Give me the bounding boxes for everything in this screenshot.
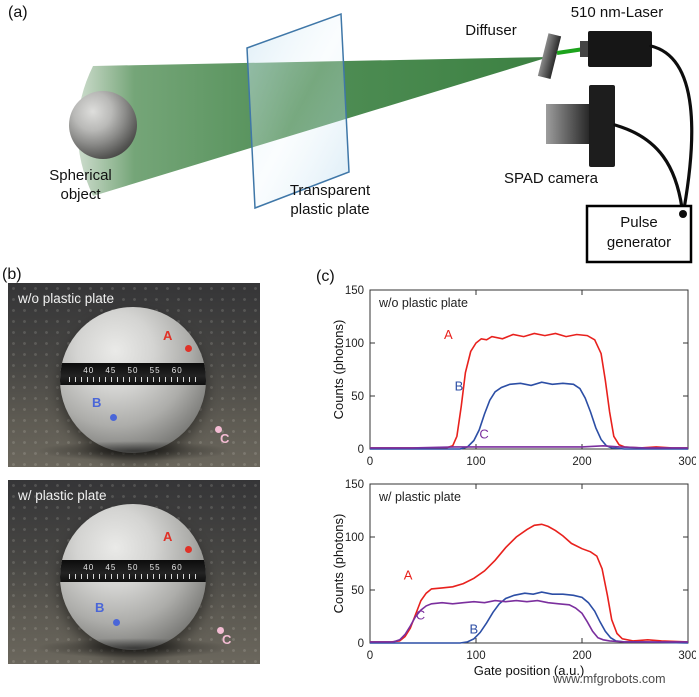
point-b-dot xyxy=(110,414,117,421)
series-c-line xyxy=(370,444,688,449)
point-c-label: C xyxy=(220,431,230,446)
spad-cable xyxy=(613,123,684,210)
laser-cable xyxy=(649,44,694,211)
y-tick-label: 100 xyxy=(345,532,364,544)
spad-camera-lens xyxy=(546,104,590,144)
y-tick-label: 50 xyxy=(351,585,364,597)
dial-ticks xyxy=(68,376,198,382)
photo-caption: w/ plastic plate xyxy=(18,488,107,503)
ball-shadow xyxy=(36,441,232,461)
series-label-b: B xyxy=(469,621,478,636)
x-tick-label: 200 xyxy=(572,456,591,468)
chart-title: w/o plastic plate xyxy=(378,296,468,310)
y-tick-label: 0 xyxy=(358,444,364,456)
point-c-label: C xyxy=(222,632,232,647)
plastic-plate xyxy=(246,12,350,210)
pulse-generator-box xyxy=(585,204,693,264)
point-b-label: B xyxy=(92,395,102,410)
x-tick-label: 300 xyxy=(678,650,696,662)
y-tick-label: 50 xyxy=(351,391,364,403)
photo-caption: w/o plastic plate xyxy=(18,291,115,306)
watermark: www.mfgrobots.com xyxy=(553,672,666,686)
timer-dial-band: 40 45 50 55 60 xyxy=(60,363,206,385)
diffuser-label: Diffuser xyxy=(465,22,517,39)
y-axis-label: Counts (photons) xyxy=(331,320,346,420)
series-a-line xyxy=(370,332,688,449)
series-label-a: A xyxy=(444,327,453,342)
plot-box xyxy=(369,483,689,644)
x-tick-label: 0 xyxy=(367,650,373,662)
point-a-dot xyxy=(185,546,192,553)
timer-ball: 40 45 50 55 60 xyxy=(60,504,206,650)
spherical-object-label: Spherical object xyxy=(49,167,112,203)
series-label-c: C xyxy=(416,608,425,623)
dial-numbers: 40 45 50 55 60 xyxy=(83,562,183,572)
photo-with-plate: 40 45 50 55 60 w/ plastic plate A B C xyxy=(8,480,260,664)
y-tick-label: 0 xyxy=(358,638,364,650)
x-tick-label: 200 xyxy=(572,650,591,662)
setup-diagram xyxy=(69,12,694,264)
diffuser xyxy=(537,33,562,80)
timer-ball: 40 45 50 55 60 xyxy=(60,307,206,453)
spad-camera-label: SPAD camera xyxy=(504,170,598,187)
laser-label: 510 nm-Laser xyxy=(570,4,664,21)
point-b-label: B xyxy=(95,600,105,615)
timer-dial-band: 40 45 50 55 60 xyxy=(60,560,206,582)
point-a-label: A xyxy=(163,328,173,343)
y-tick-label: 150 xyxy=(345,479,364,491)
panel-c-label: (c) xyxy=(316,268,335,285)
panel-b-label: (b) xyxy=(2,266,22,283)
spherical-object xyxy=(69,91,137,159)
point-c-dot xyxy=(215,426,222,433)
series-c-line xyxy=(370,599,688,643)
x-tick-label: 0 xyxy=(367,456,373,468)
point-a-label: A xyxy=(163,529,173,544)
chart-title: w/ plastic plate xyxy=(378,490,461,504)
cable-connector xyxy=(679,210,687,218)
point-c-dot xyxy=(217,627,224,634)
series-a-line xyxy=(370,523,689,643)
laser-beam xyxy=(556,47,585,55)
pulse-generator-label: Pulse generator xyxy=(606,214,672,251)
point-b-dot xyxy=(113,619,120,626)
plastic-plate-label: Transparent plastic plate xyxy=(289,182,371,218)
y-tick-label: 100 xyxy=(345,338,364,350)
y-axis-label: Counts (photons) xyxy=(331,514,346,614)
x-axis-label: Gate position (a.u.) xyxy=(474,663,585,678)
laser-nozzle xyxy=(580,41,589,57)
dial-ticks xyxy=(68,573,198,579)
photo-without-plate: 40 45 50 55 60 w/o plastic plate A B C xyxy=(8,283,260,467)
panel-a-label: (a) xyxy=(8,4,28,21)
x-tick-label: 100 xyxy=(466,456,485,468)
series-label-b: B xyxy=(455,379,464,394)
series-label-a: A xyxy=(404,567,413,582)
ball-shadow xyxy=(36,638,232,658)
series-b-line xyxy=(370,591,689,644)
series-b-line xyxy=(370,381,688,450)
point-a-dot xyxy=(185,345,192,352)
y-tick-label: 150 xyxy=(345,285,364,297)
series-label-c: C xyxy=(479,426,488,441)
spad-camera-body xyxy=(589,85,615,167)
plot-box xyxy=(369,289,689,450)
laser-body xyxy=(588,31,652,67)
x-tick-label: 300 xyxy=(678,456,696,468)
x-tick-label: 100 xyxy=(466,650,485,662)
dial-numbers: 40 45 50 55 60 xyxy=(83,365,183,375)
